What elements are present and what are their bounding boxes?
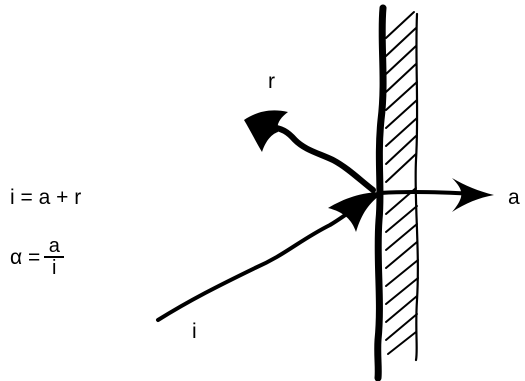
ratio-fraction: a i	[44, 236, 64, 278]
reflected-ray	[270, 127, 373, 190]
absorbed-label: a	[508, 187, 520, 208]
ratio-lhs: α =	[10, 247, 40, 268]
wall-hatching	[386, 12, 418, 360]
ratio-numerator: a	[49, 236, 60, 256]
absorbed-ray	[380, 192, 475, 194]
incident-ray	[158, 196, 372, 320]
ratio-denominator: i	[52, 258, 56, 278]
incident-label: i	[192, 321, 197, 342]
reflected-label: r	[268, 71, 275, 92]
absorption-coefficient-equation: α = a i	[10, 236, 64, 278]
energy-balance-equation: i = a + r	[10, 187, 81, 208]
